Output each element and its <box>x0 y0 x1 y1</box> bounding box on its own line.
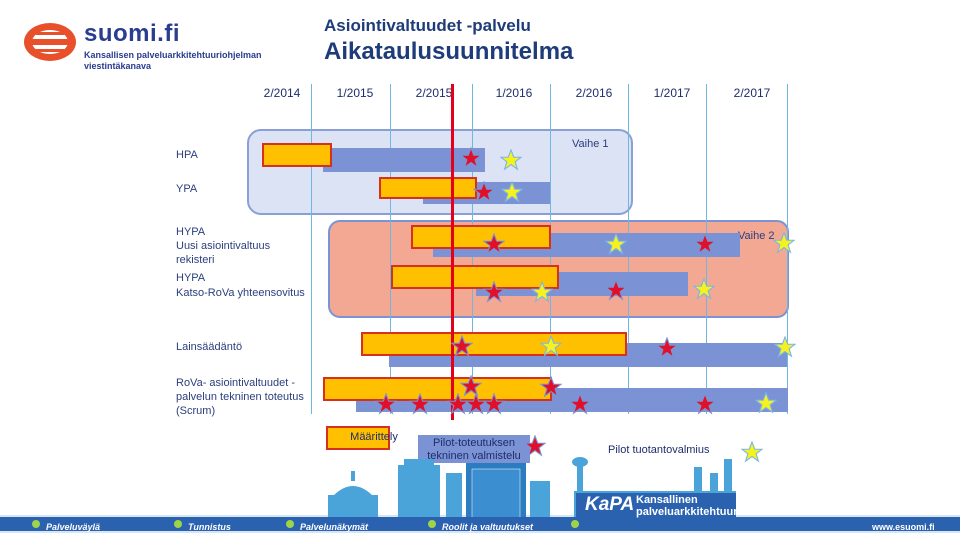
yellow-star-icon <box>501 181 523 203</box>
red-star-icon <box>451 335 473 357</box>
suomi-fi-logo[interactable]: suomi.fi Kansallisen palveluarkkitehtuur… <box>22 18 282 71</box>
row-label-lainsaadanto: Lainsäädäntö <box>176 341 243 353</box>
timeline-tick: 2/2014 <box>263 86 301 100</box>
timeline-tick: 2/2016 <box>575 86 613 100</box>
red-star-icon <box>524 435 546 457</box>
timeline-gridline <box>390 84 391 414</box>
red-star-icon <box>483 393 505 415</box>
red-star-icon <box>540 376 562 398</box>
red-star-icon <box>656 337 678 359</box>
city-skyline-illustration <box>0 457 960 548</box>
legend-maarittely-label: Määrittely <box>350 431 398 443</box>
red-star-icon <box>483 233 505 255</box>
timeline-tick: 1/2016 <box>495 86 533 100</box>
page-title: Aikataulusuunnitelma <box>324 38 574 65</box>
timeline-tick: 1/2015 <box>336 86 374 100</box>
row-label-hypa1-line1: HYPA <box>176 226 206 238</box>
phase1-label: Vaihe 1 <box>572 138 609 150</box>
red-star-icon <box>483 281 505 303</box>
bar-orange-ypa <box>379 177 477 199</box>
logo-subtitle-line2: viestintäkanava <box>84 61 152 71</box>
legend-pilot-swatch <box>418 435 530 463</box>
kapa-logo-name: KaPA <box>585 494 635 515</box>
footer-item-tunnistus[interactable]: Tunnistus <box>188 522 231 532</box>
footer-item-palvelunakymat[interactable]: Palvelunäkymät <box>300 522 369 532</box>
suomi-fi-logo-icon <box>24 23 76 61</box>
bar-orange-hpa <box>262 143 332 167</box>
bar-blue-hpa <box>323 148 485 172</box>
timeline-tick: 1/2017 <box>653 86 691 100</box>
red-star-icon <box>473 181 495 203</box>
yellow-star-icon <box>500 149 522 171</box>
red-star-icon <box>375 393 397 415</box>
red-star-icon <box>460 375 482 397</box>
red-star-icon <box>569 393 591 415</box>
red-star-icon <box>409 393 431 415</box>
row-label-ypa: YPA <box>176 183 198 195</box>
footer-url-link[interactable]: www.esuomi.fi <box>872 522 935 532</box>
timeline-tick: 2/2015 <box>415 86 453 100</box>
red-star-icon <box>460 147 482 169</box>
footer-item-palveluvayla[interactable]: Palveluväylä <box>46 522 101 532</box>
legend-pilot-label-line2: tekninen valmistelu <box>427 450 521 462</box>
page-subtitle: Asiointivaltuudet -palvelu <box>324 16 531 35</box>
yellow-star-icon <box>755 392 777 414</box>
logo-name: suomi.fi <box>84 20 181 47</box>
row-label-rova-line1: RoVa- asiointivaltuudet - <box>176 377 296 389</box>
timeline-gridline <box>311 84 312 414</box>
timeline-tick: 2/2017 <box>733 86 771 100</box>
yellow-star-icon <box>774 336 796 358</box>
red-star-icon <box>605 279 627 301</box>
row-label-hypa1-line2: Uusi asiointivaltuus <box>176 240 271 252</box>
bar-orange-hypa1 <box>411 225 551 249</box>
bar-orange-laki <box>361 332 627 356</box>
yellow-star-icon <box>741 441 763 463</box>
row-label-rova-line2: palvelun tekninen toteutus <box>176 391 304 403</box>
yellow-star-icon <box>693 278 715 300</box>
bar-orange-rova <box>323 377 552 401</box>
yellow-star-icon <box>605 233 627 255</box>
kapa-logo-line1: Kansallinen <box>636 494 698 506</box>
kapa-logo-line2: palveluarkkitehtuuri <box>636 506 741 518</box>
row-label-hypa2-line2: Katso-RoVa yhteensovitus <box>176 287 305 299</box>
row-label-rova-line3: (Scrum) <box>176 405 216 417</box>
bar-orange-hypa2 <box>391 265 559 289</box>
row-label-hypa2-line1: HYPA <box>176 272 206 284</box>
legend-maarittely-swatch <box>326 426 390 450</box>
logo-subtitle-line1: Kansallisen palveluarkkitehtuuriohjelman <box>84 50 262 60</box>
red-star-icon <box>694 393 716 415</box>
footer-item-roolit-ja-valtuutukset[interactable]: Roolit ja valtuutukset <box>442 522 534 532</box>
row-label-hpa: HPA <box>176 149 198 161</box>
red-star-icon <box>694 233 716 255</box>
yellow-star-icon <box>531 281 553 303</box>
current-date-line <box>451 84 454 420</box>
yellow-star-icon <box>540 335 562 357</box>
legend-pilot-label-line1: Pilot-toteutuksen <box>433 437 515 449</box>
phase2-label: Vaihe 2 <box>738 230 775 242</box>
legend-tuotanto-label: Pilot tuotantovalmius <box>608 444 710 456</box>
row-label-hypa1-line3: rekisteri <box>176 254 215 266</box>
yellow-star-icon <box>773 232 795 254</box>
